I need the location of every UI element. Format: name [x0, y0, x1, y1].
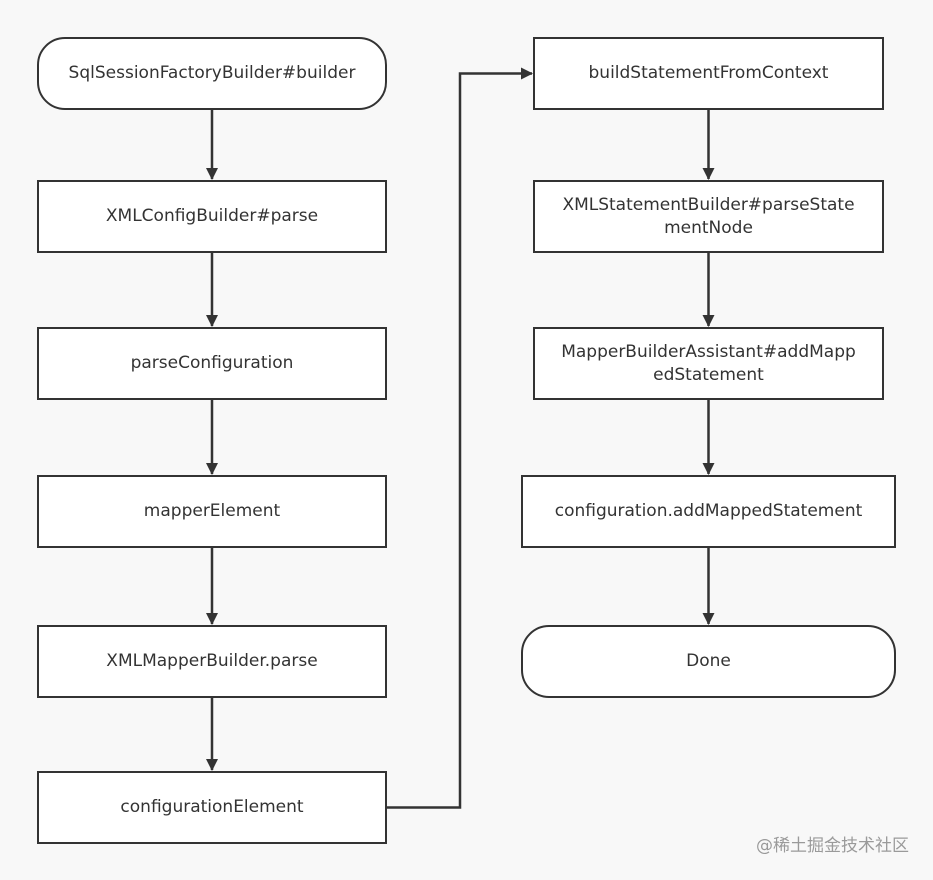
node-label-line-1: MapperBuilderAssistant#addMapp — [561, 341, 856, 362]
node-label: mapperElement — [143, 501, 281, 521]
node-configuration-addmappedstatement[interactable]: configuration.addMappedStatement — [521, 475, 896, 548]
edge-arrow-n6-to-n7 — [387, 67, 533, 809]
node-configurationelement[interactable]: configurationElement — [37, 771, 387, 844]
node-label: configurationElement — [120, 797, 304, 817]
node-label: parseConfiguration — [130, 353, 294, 373]
node-xmlmapperbuilder-parse[interactable]: XMLMapperBuilder.parse — [37, 625, 387, 698]
node-label-line-2: edStatement — [653, 364, 764, 385]
node-mapperbuilderassistant-addmappedstatement[interactable]: MapperBuilderAssistant#addMapp edStateme… — [533, 327, 884, 400]
node-label: SqlSessionFactoryBuilder#builder — [68, 63, 356, 83]
start-node-sqlsessionfactorybuilder[interactable]: SqlSessionFactoryBuilder#builder — [37, 37, 387, 110]
node-label-line-1: XMLStatementBuilder#parseState — [562, 194, 855, 215]
node-label-line-2: mentNode — [664, 217, 753, 238]
node-mapperelement[interactable]: mapperElement — [37, 475, 387, 548]
node-label: XMLMapperBuilder.parse — [106, 651, 318, 671]
node-label: buildStatementFromContext — [588, 63, 829, 83]
node-buildstatementfromcontext[interactable]: buildStatementFromContext — [533, 37, 884, 110]
node-label: configuration.addMappedStatement — [554, 501, 863, 521]
watermark-text: @稀土掘金技术社区 — [756, 836, 909, 856]
end-node-done[interactable]: Done — [521, 625, 896, 698]
node-label: Done — [686, 651, 731, 671]
node-parseconfiguration[interactable]: parseConfiguration — [37, 327, 387, 400]
node-label: XMLConfigBuilder#parse — [105, 206, 319, 226]
node-xmlconfigbuilder-parse[interactable]: XMLConfigBuilder#parse — [37, 180, 387, 253]
node-xmlstatementbuilder-parsestatementnode[interactable]: XMLStatementBuilder#parseState mentNode — [533, 180, 884, 253]
